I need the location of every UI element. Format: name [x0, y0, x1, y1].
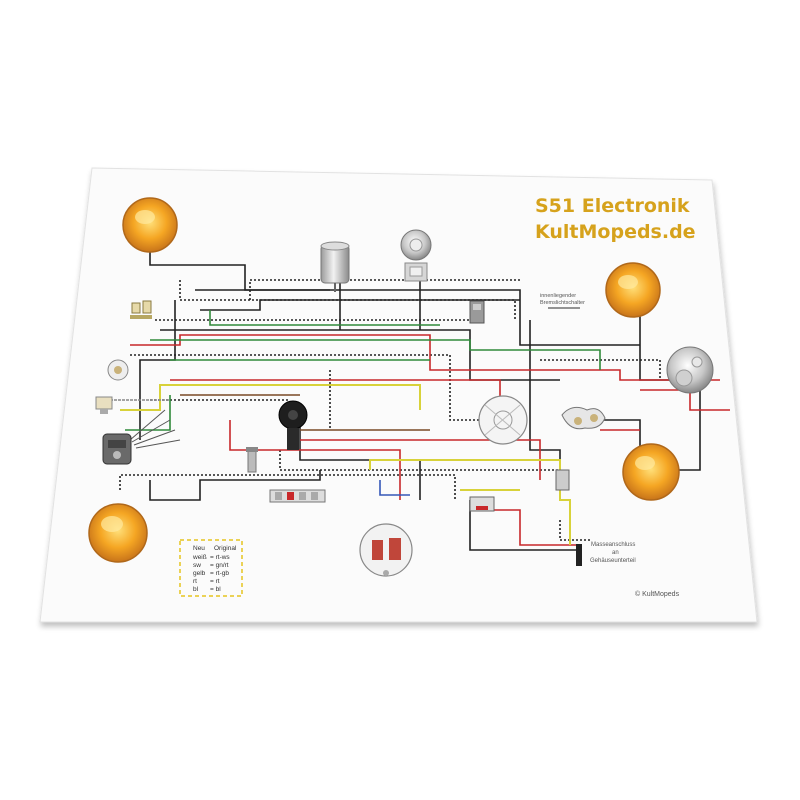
flasher-relay-icon: [561, 406, 606, 430]
headlight-icon: [400, 229, 432, 282]
paper-sheet: [39, 167, 758, 623]
legend-row-original: = bl: [210, 586, 221, 593]
indicator-rear-right-icon: [622, 443, 680, 501]
tail-light-icon: [666, 346, 714, 394]
poster-subtitle: KultMopeds.de: [535, 221, 696, 243]
ground-note-line2: an: [612, 550, 619, 556]
brake-switch-note-line2: Bremslichtschalter: [540, 300, 585, 306]
ignition-coil-icon: [278, 400, 308, 450]
copyright: © KultMopeds: [635, 590, 680, 598]
rectifier-icon: [469, 496, 495, 512]
legend-header-new: Neu: [193, 545, 205, 552]
generator-icon: [359, 523, 413, 577]
legend-row-original: = rt-gb: [210, 570, 229, 577]
handlebar-switch-icon: [102, 433, 132, 465]
legend-row-original: = rt-ws: [210, 554, 230, 561]
indicator-front-right-icon: [605, 262, 661, 318]
legend-row-new: rt: [193, 578, 197, 585]
legend-row-new: sw: [193, 562, 201, 569]
legend-row-new: bl: [193, 586, 199, 593]
horn-connector-icon: [107, 359, 129, 381]
color-legend: [179, 539, 243, 597]
legend-row-new: gelb: [193, 570, 206, 577]
wiring-harness: [110, 250, 730, 551]
fuse-holder-icon: [130, 300, 152, 319]
connector-block-icon: [555, 469, 570, 491]
stator-plate-icon: [478, 395, 528, 445]
legend-row-original: = rt: [210, 578, 220, 585]
brake-switch-icon: [95, 396, 113, 414]
legend-row-new: weiß: [192, 554, 207, 561]
regulator-icon: [469, 300, 485, 324]
legend-header-original: Original: [214, 545, 237, 552]
condenser-icon: [320, 241, 350, 292]
ground-note-line3: Gehäuseunterteil: [590, 558, 636, 564]
indicator-rear-left-icon: [88, 503, 148, 563]
indicator-front-left-icon: [122, 197, 178, 253]
terminal-strip-icon: [269, 489, 326, 503]
legend-rows: weiß = rt-ws sw = gn/rt gelb = rt-gb rt …: [192, 554, 230, 593]
ground-note-line1: Masseanschluss: [591, 542, 635, 548]
brake-switch-note-line1: innenliegender: [540, 293, 576, 299]
ground-terminal-icon: [576, 544, 582, 566]
poster-title: S51 Electronik: [535, 195, 690, 217]
spark-plug-icon: [246, 447, 258, 473]
legend-row-original: = gn/rt: [210, 562, 229, 569]
